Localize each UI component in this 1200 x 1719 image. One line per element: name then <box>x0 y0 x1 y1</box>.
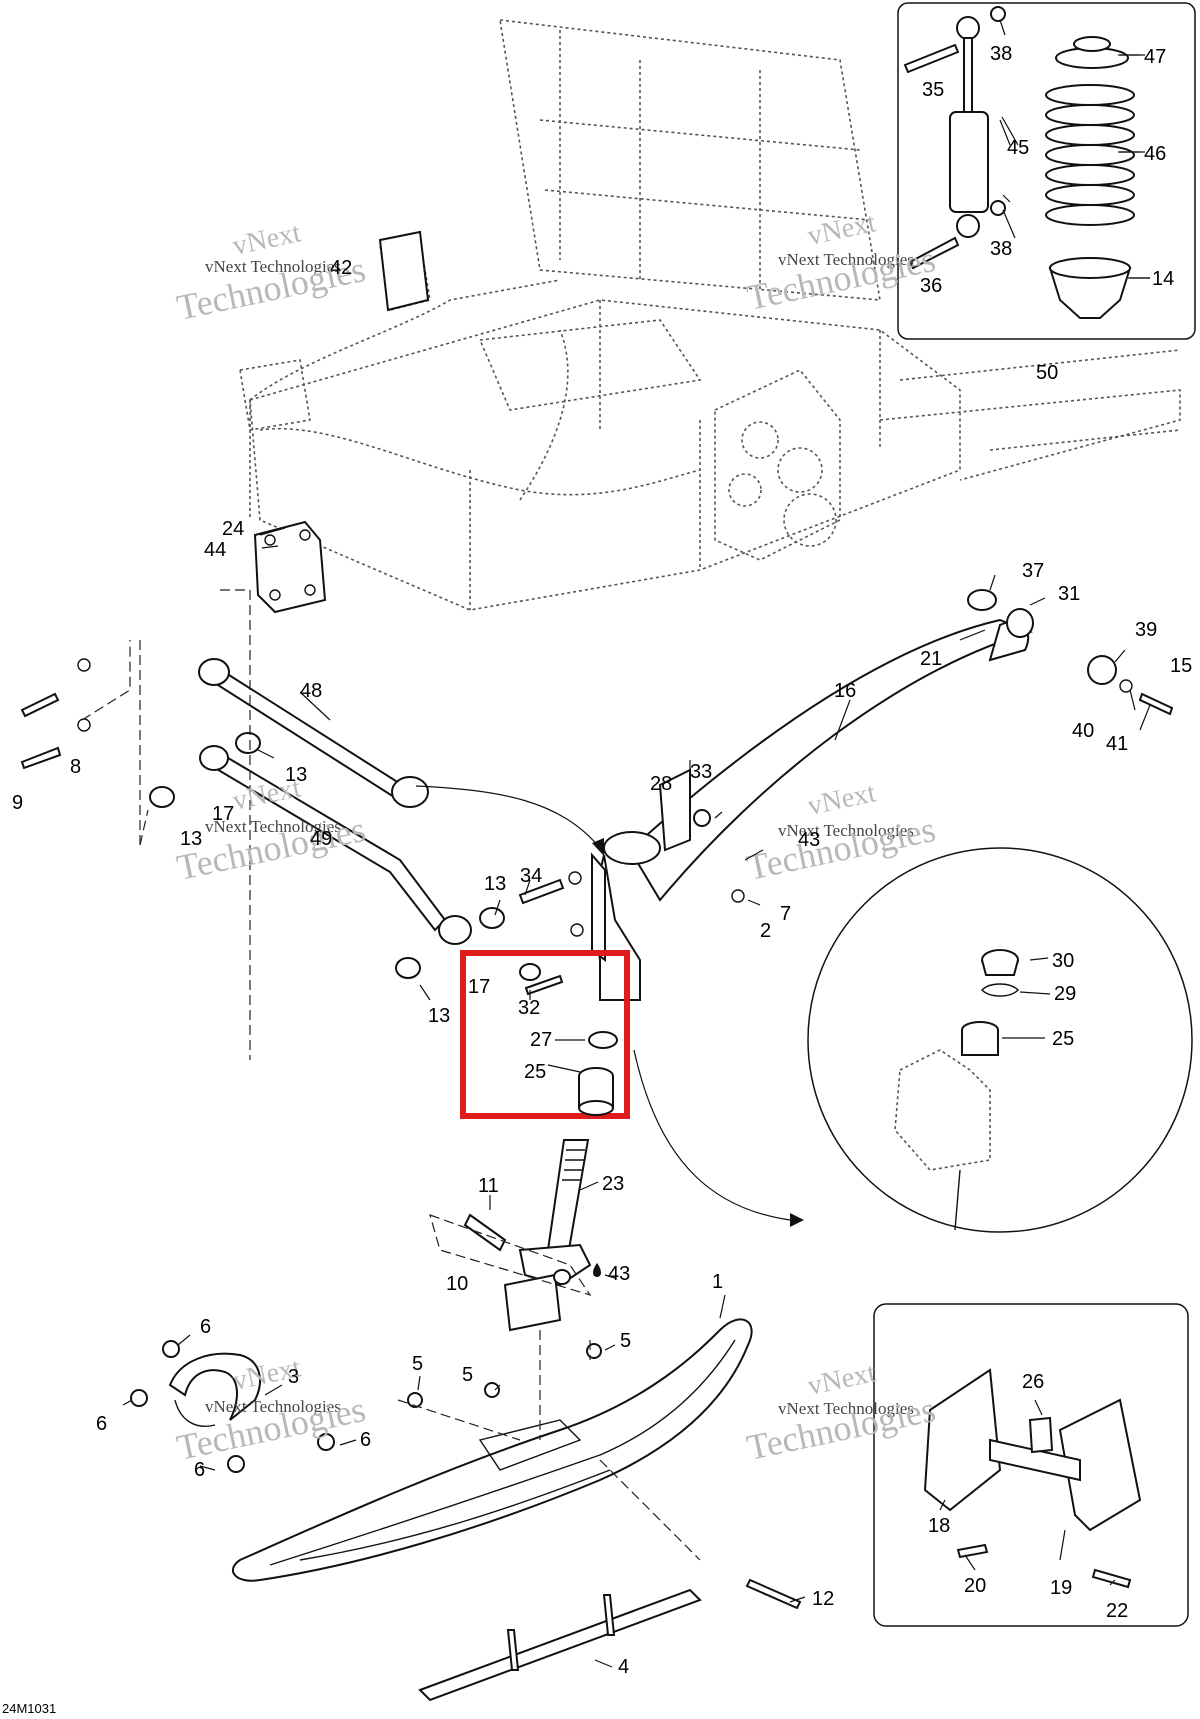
callout-6: 6 <box>360 1429 371 1451</box>
callout-25: 25 <box>1052 1028 1074 1050</box>
ski <box>232 1318 802 1702</box>
callout-35: 35 <box>922 79 944 101</box>
callout-48: 48 <box>300 680 322 702</box>
callout-16: 16 <box>834 680 856 702</box>
callout-49: 49 <box>310 828 332 850</box>
callout-17: 17 <box>212 803 234 825</box>
callout-30: 30 <box>1052 950 1074 972</box>
callout-40: 40 <box>1072 720 1094 742</box>
drawing-code: 24M1031 <box>2 1701 56 1716</box>
watermark-vnext-tech: vNext Technologies <box>778 821 914 840</box>
ski-bracket-inset <box>873 1303 1189 1627</box>
callout-13: 13 <box>180 828 202 850</box>
callout-14: 14 <box>1152 268 1174 290</box>
watermark-vnext-tech: vNext Technologies <box>205 257 341 276</box>
callout-6: 6 <box>96 1413 107 1435</box>
callout-32: 32 <box>518 997 540 1019</box>
callout-22: 22 <box>1106 1600 1128 1622</box>
callout-21: 21 <box>920 648 942 670</box>
callout-18: 18 <box>928 1515 950 1537</box>
callout-leaders <box>122 54 1151 1668</box>
callout-5: 5 <box>620 1330 631 1352</box>
callout-1: 1 <box>712 1271 723 1293</box>
callout-19: 19 <box>1050 1577 1072 1599</box>
watermark-vnext-tech: vNext Technologies <box>778 1399 914 1418</box>
callout-13: 13 <box>484 873 506 895</box>
callout-4: 4 <box>618 1656 629 1678</box>
callout-20: 20 <box>964 1575 986 1597</box>
rod-arrow <box>415 785 601 849</box>
callout-13: 13 <box>428 1005 450 1027</box>
callout-5: 5 <box>412 1353 423 1375</box>
callout-44: 44 <box>204 539 226 561</box>
detail-circle <box>633 847 1193 1233</box>
spring <box>1045 84 1135 226</box>
callout-28: 28 <box>650 773 672 795</box>
callout-39: 39 <box>1135 619 1157 641</box>
callout-47: 47 <box>1144 46 1166 68</box>
suspension-parts <box>20 230 1174 1001</box>
callout-38: 38 <box>990 238 1012 260</box>
watermark-vnext: vNext <box>230 217 304 262</box>
watermark-vnext-tech: vNext Technologies <box>205 1397 341 1416</box>
callout-50: 50 <box>1036 362 1058 384</box>
watermark-vnext-tech: vNext Technologies <box>205 817 341 836</box>
callout-11: 11 <box>478 1175 499 1197</box>
callout-12: 12 <box>812 1588 834 1610</box>
watermark-vnext-tech: vNext Technologies <box>778 250 914 269</box>
callout-17: 17 <box>468 976 490 998</box>
callout-7: 7 <box>780 903 791 925</box>
callout-13: 13 <box>285 764 307 786</box>
callout-41: 41 <box>1106 733 1128 755</box>
callout-23: 23 <box>602 1173 624 1195</box>
highlight-box <box>460 950 630 1119</box>
callout-24: 24 <box>222 518 244 540</box>
highlighted-parts <box>519 963 618 1116</box>
callout-2: 2 <box>760 920 771 942</box>
callout-29: 29 <box>1054 983 1076 1005</box>
callout-45: 45 <box>1007 137 1029 159</box>
callout-33: 33 <box>690 761 712 783</box>
callout-6: 6 <box>200 1316 211 1338</box>
callout-27: 27 <box>530 1029 552 1051</box>
callout-5: 5 <box>462 1364 473 1386</box>
callout-8: 8 <box>70 756 81 778</box>
callout-43: 43 <box>608 1263 630 1285</box>
watermark-vnext: vNext <box>805 777 879 822</box>
callout-15: 15 <box>1170 655 1192 677</box>
callout-34: 34 <box>520 865 542 887</box>
callout-6: 6 <box>194 1459 205 1481</box>
callout-10: 10 <box>446 1273 468 1295</box>
callout-26: 26 <box>1022 1371 1044 1393</box>
callout-31: 31 <box>1058 583 1080 605</box>
callout-labels: 47 38 35 45 46 38 36 14 50 42 24 44 37 3… <box>12 43 1192 1678</box>
watermark-vnext: vNext <box>805 1357 879 1402</box>
callout-38: 38 <box>990 43 1012 65</box>
callout-9: 9 <box>12 792 23 814</box>
chassis-frame <box>239 19 1181 611</box>
ski-handle <box>130 1340 335 1473</box>
spindle-parts <box>463 1139 601 1332</box>
assembly-lines <box>81 589 701 1561</box>
callout-36: 36 <box>920 275 942 297</box>
callout-43: 43 <box>798 829 820 851</box>
callout-46: 46 <box>1144 143 1166 165</box>
watermark-vnext: vNext <box>805 207 879 252</box>
callout-37: 37 <box>1022 560 1044 582</box>
callout-42: 42 <box>330 257 352 279</box>
callout-25: 25 <box>524 1061 546 1083</box>
callout-3: 3 <box>288 1366 299 1388</box>
